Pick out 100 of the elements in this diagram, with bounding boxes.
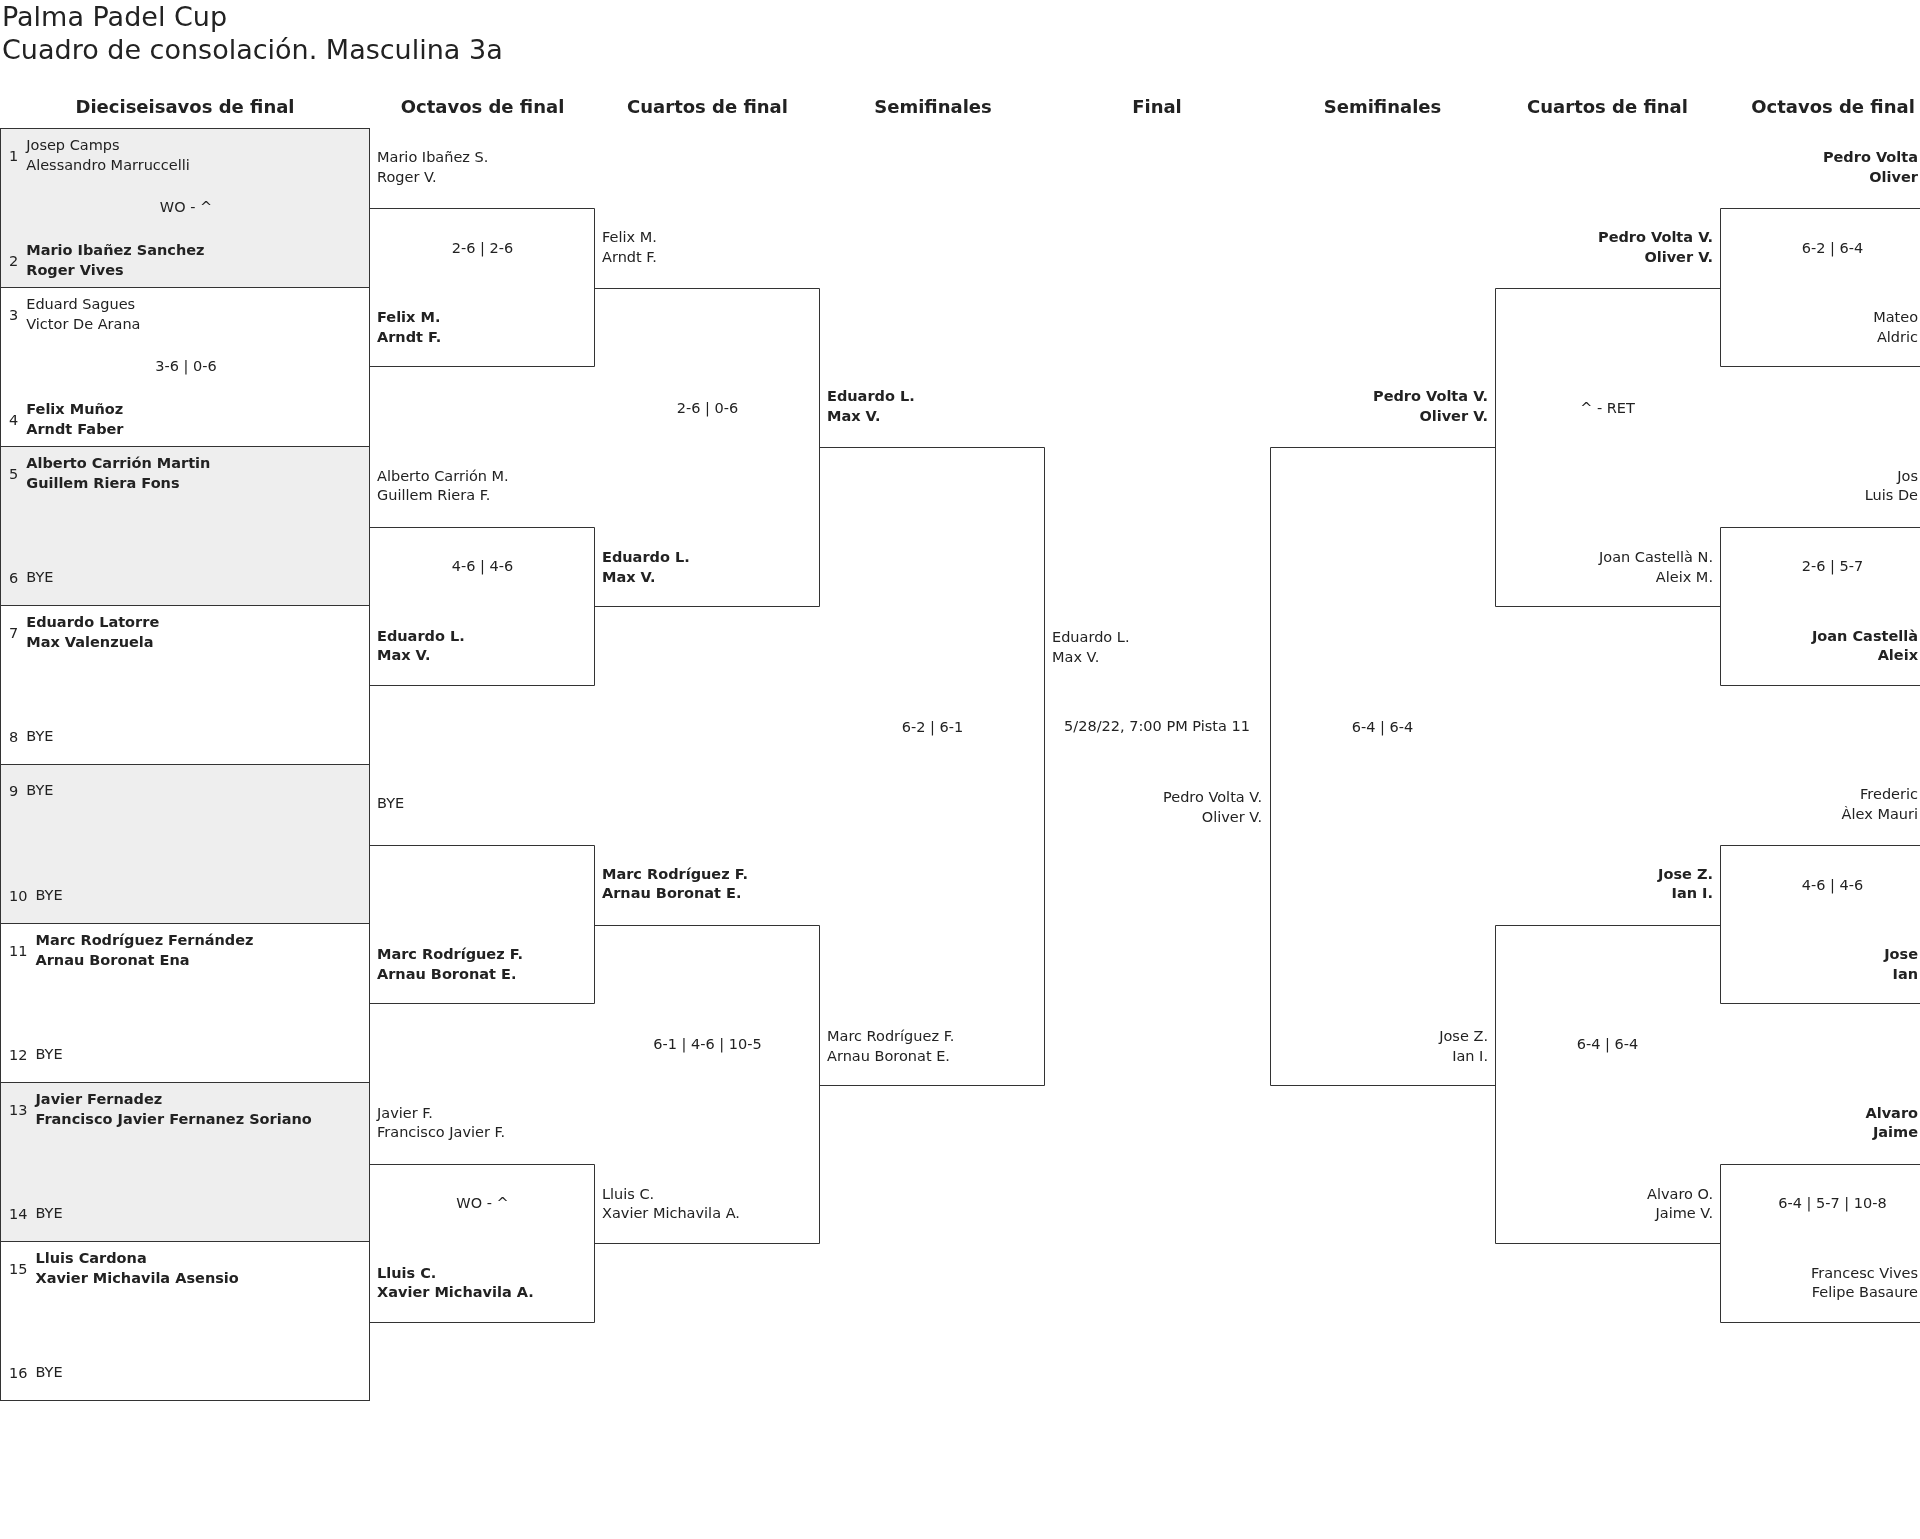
player-name: Guillem Riera Fons	[26, 474, 180, 490]
player-name: Ian I.	[1452, 1047, 1488, 1063]
player-name: Lluis Cardona	[35, 1249, 147, 1266]
round-header: Octavos de final	[1751, 95, 1915, 117]
player-name: Arndt F.	[602, 248, 657, 264]
player-name: Marc Rodríguez F.	[377, 945, 523, 962]
match-score: 2-6 | 0-6	[676, 399, 739, 416]
player-name: BYE	[26, 728, 54, 745]
match-box	[0, 287, 370, 447]
round-header: Dieciseisavos de final	[75, 95, 295, 117]
match-score: 2-6 | 2-6	[451, 239, 514, 256]
match-score: 6-4 | 6-4	[1351, 718, 1414, 735]
player-name: Pedro Volta V.	[1373, 387, 1488, 404]
player-name: Alvaro	[1865, 1104, 1918, 1120]
seed-number: 15	[9, 1260, 28, 1276]
player-name: Roger V.	[377, 168, 437, 184]
player-name: BYE	[35, 887, 63, 904]
seed-number: 3	[9, 306, 19, 322]
round-header: Cuartos de final	[627, 95, 788, 117]
player-name: Joan Castellà	[1811, 627, 1918, 643]
player-name: Max V.	[602, 568, 656, 584]
title: Palma Padel Cup	[2, 1, 228, 32]
match-score: 4-6 | 4-6	[451, 558, 514, 574]
seed-number: 14	[9, 1206, 28, 1222]
seed-number: 7	[9, 624, 19, 640]
seed-number: 10	[9, 888, 28, 904]
match-box	[0, 446, 370, 606]
player-name: Eduardo L.	[827, 387, 915, 404]
match-score: 6-4 | 5-7 | 10-8	[1778, 1195, 1887, 1211]
player-name: Jos	[1897, 467, 1918, 483]
match-schedule: 5/28/22, 7:00 PM Pista 11	[1064, 717, 1250, 737]
match-score: 4-6 | 4-6	[1801, 876, 1864, 893]
player-name: Alessandro Marruccelli	[26, 156, 190, 172]
player-name: Josep Camps	[26, 136, 120, 153]
seed-number: 9	[9, 783, 19, 799]
player-name: BYE	[35, 1046, 63, 1063]
subtitle: Cuadro de consolación. Masculina 3a	[2, 34, 503, 65]
seed-number: 16	[9, 1365, 28, 1381]
player-name: BYE	[35, 1364, 63, 1381]
player-name: Max V.	[827, 407, 881, 423]
match-score: 6-2 | 6-1	[901, 718, 964, 735]
player-name: Lluis C.	[602, 1185, 655, 1201]
player-name: Victor De Arana	[26, 315, 141, 331]
player-name: Mario Ibañez S.	[377, 148, 489, 165]
player-name: Felix M.	[377, 308, 441, 325]
player-name: BYE	[35, 1205, 63, 1222]
player-name: BYE	[377, 795, 405, 812]
round-header: Cuartos de final	[1527, 95, 1688, 117]
player-name: Frederic	[1860, 785, 1918, 802]
player-name: Joan Castellà N.	[1599, 548, 1713, 565]
player-name: Jose Z.	[1658, 865, 1713, 881]
player-name: Roger Vives	[26, 261, 124, 277]
player-name: Eduardo L.	[1052, 628, 1130, 648]
player-name: Oliver V.	[1201, 807, 1262, 827]
player-name: Oliver	[1869, 168, 1918, 184]
player-name: Felix Muñoz	[26, 400, 124, 417]
seed-number: 12	[9, 1047, 28, 1063]
player-name: Pedro Volta V.	[1598, 228, 1713, 245]
player-name: Francesc Vives	[1810, 1264, 1918, 1280]
match-box	[0, 923, 370, 1083]
player-name: Aldric	[1876, 328, 1918, 344]
player-name: Aleix M.	[1655, 568, 1713, 584]
match-score: ^ - RET	[1580, 399, 1635, 416]
match-score: 3-6 | 0-6	[155, 358, 217, 374]
player-name: Arndt Faber	[26, 420, 124, 436]
seed-number: 5	[9, 465, 19, 481]
player-name: Arnau Boronat Ena	[35, 951, 190, 967]
player-name: Arnau Boronat E.	[377, 965, 517, 981]
seed-number: 2	[9, 252, 19, 268]
player-name: Eduardo Latorre	[26, 613, 160, 630]
player-name: BYE	[26, 569, 54, 586]
match-box	[0, 764, 370, 924]
player-name: Jose	[1884, 945, 1918, 962]
player-name: Max Valenzuela	[26, 633, 154, 649]
match-box	[0, 1082, 370, 1242]
player-name: Felipe Basaure	[1811, 1283, 1918, 1300]
player-name: Àlex Mauri	[1841, 805, 1918, 821]
match-score: WO - ^	[456, 1195, 509, 1211]
match-score: 6-2 | 6-4	[1801, 239, 1864, 256]
player-name: Marc Rodríguez Fernández	[35, 931, 254, 948]
player-name: Marc Rodríguez F.	[602, 865, 748, 881]
player-name: Oliver V.	[1644, 248, 1713, 264]
player-name: Max V.	[377, 646, 431, 663]
round-header: Final	[1132, 95, 1182, 117]
player-name: Xavier Michavila A.	[602, 1204, 740, 1221]
seed-number: 4	[9, 411, 19, 427]
player-name: Jaime V.	[1655, 1204, 1713, 1221]
match-box	[0, 605, 370, 765]
player-name: Lluis C.	[377, 1264, 437, 1280]
player-name: Arnau Boronat E.	[827, 1047, 950, 1063]
seed-number: 8	[9, 729, 19, 745]
match-score: 6-4 | 6-4	[1576, 1036, 1639, 1052]
seed-number: 11	[9, 942, 28, 958]
player-name: Javier F.	[377, 1104, 433, 1120]
round-header: Semifinales	[1323, 95, 1442, 117]
player-name: Alberto Carrión M.	[377, 467, 509, 483]
player-name: Eduard Sagues	[26, 295, 136, 312]
seed-number: 1	[9, 147, 19, 163]
player-name: Arnau Boronat E.	[602, 884, 742, 901]
player-name: Arndt F.	[377, 328, 442, 344]
